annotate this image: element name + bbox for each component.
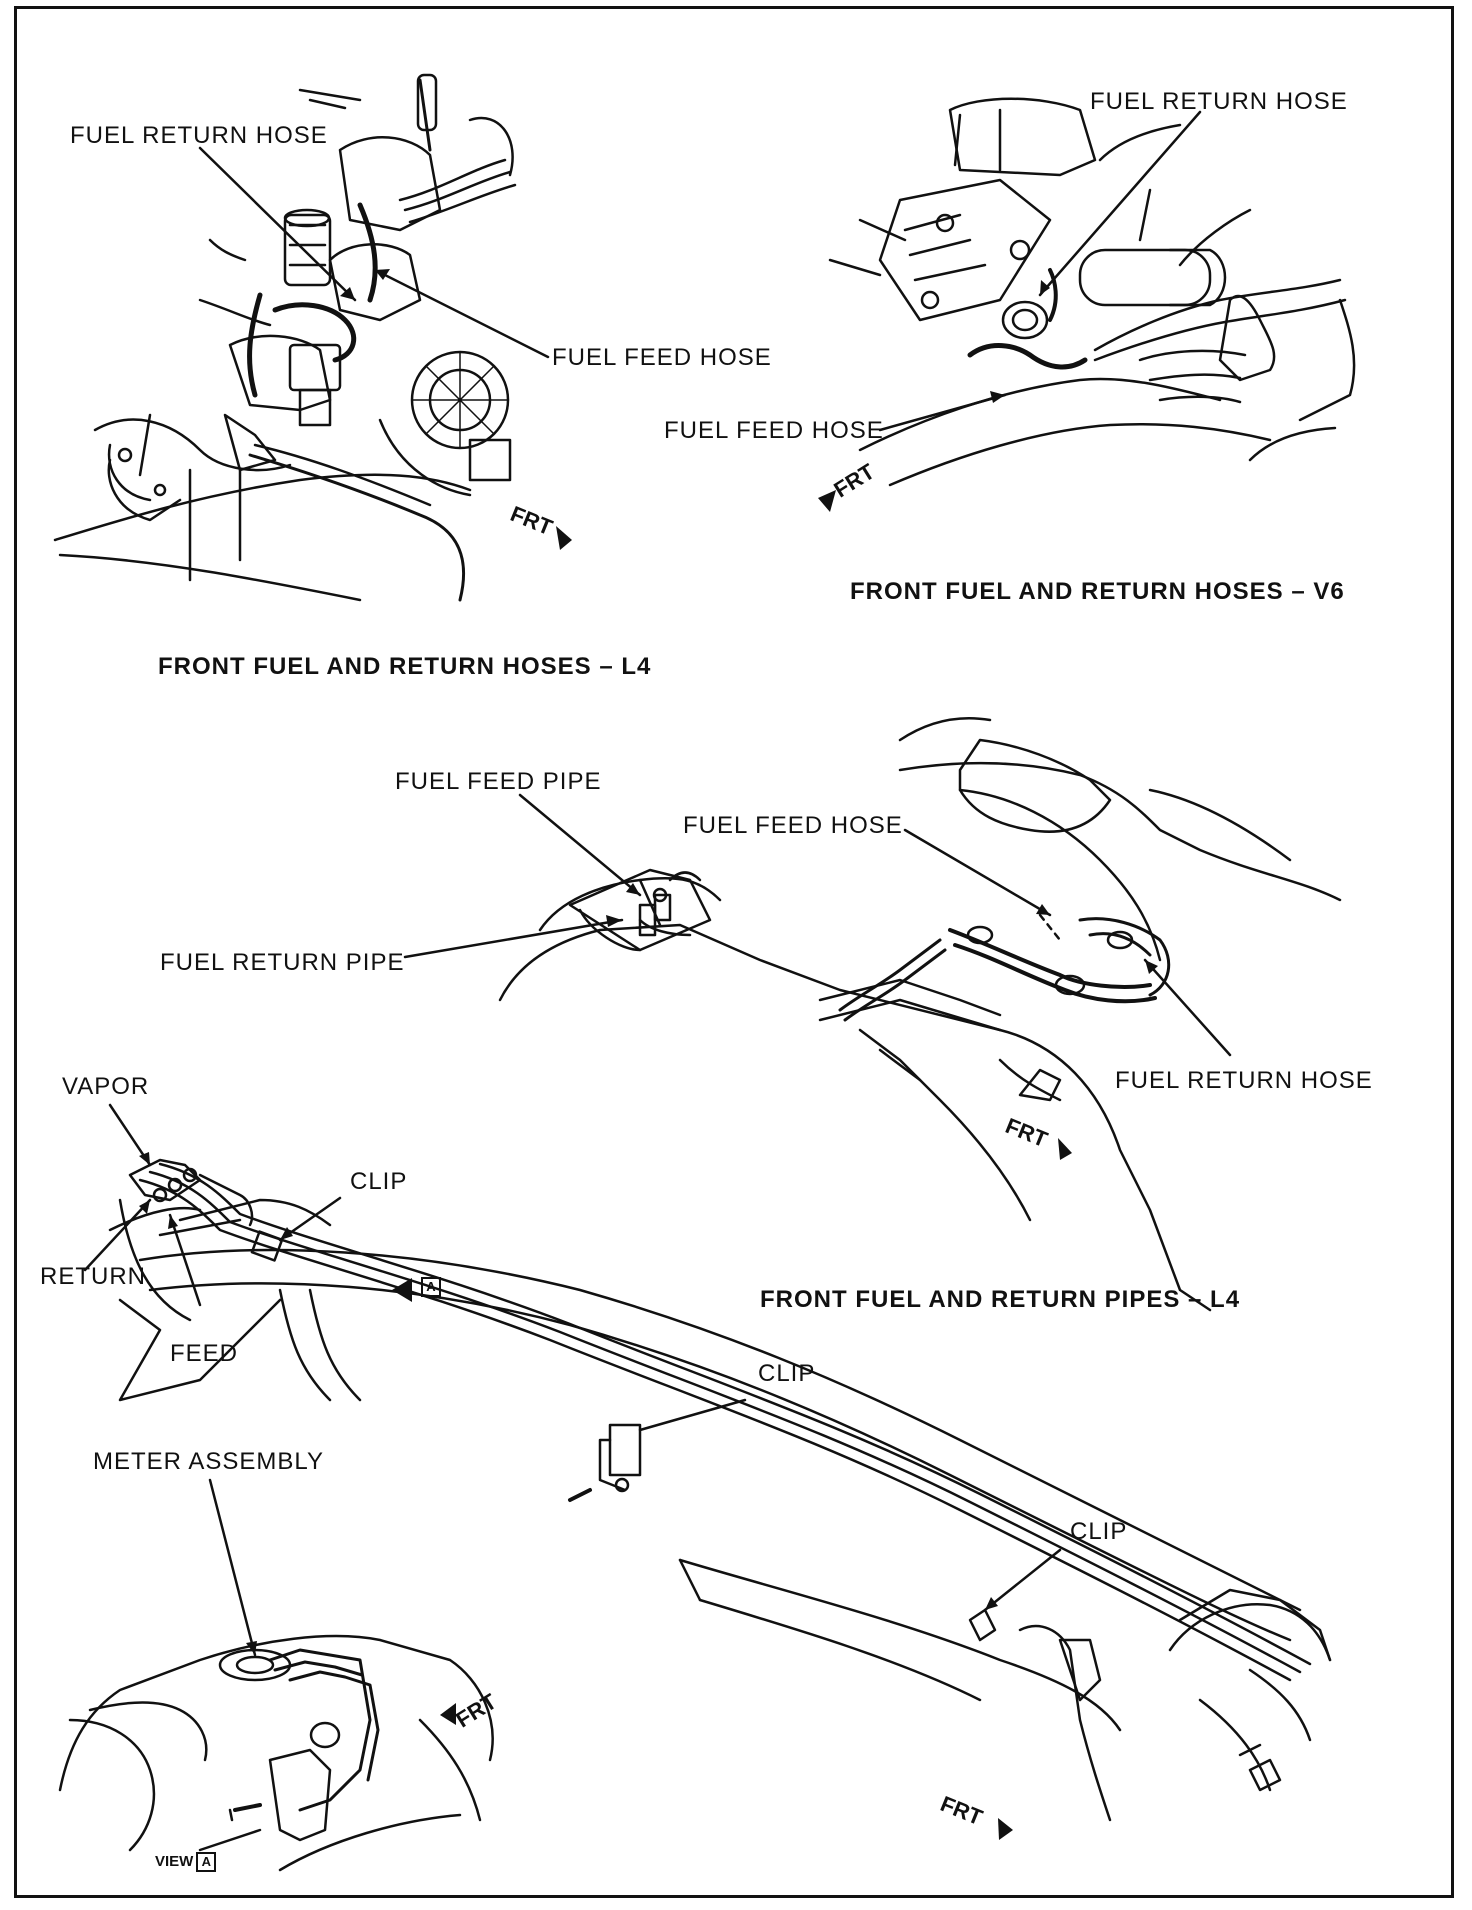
v6-hoses-caption: FRONT FUEL AND RETURN HOSES – V6 [850,578,1345,605]
l4-fuel-return-hose-label: FUEL RETURN HOSE [70,122,328,149]
v6-engine-illustration [828,97,1356,487]
feed-label: FEED [170,1340,239,1367]
leader-return-pipe [403,918,624,959]
leader-pipes-return-hose [1143,958,1232,1057]
leader-return [83,1198,152,1272]
l4-pipes-illustration [498,716,1342,1312]
leader-feed-pipe [518,793,642,897]
clip-label-2: CLIP [758,1360,816,1387]
view-a-caption-text: VIEW [155,1852,194,1870]
view-a-caption-box: A [196,1852,217,1872]
clip-label-1: CLIP [350,1168,408,1195]
clip-label-3: CLIP [1070,1518,1128,1545]
view-a-arrow-shape [392,1278,412,1302]
leader-clip-3 [983,1548,1062,1612]
leader-arrowheads [139,269,1158,1655]
vapor-label: VAPOR [62,1073,150,1100]
v6-fuel-return-hose-label: FUEL RETURN HOSE [1090,88,1348,115]
leader-l4-return-hose [198,146,357,302]
leader-v6-feed-hose [878,393,1007,432]
l4-pipes-caption: FRONT FUEL AND RETURN PIPES – L4 [760,1286,1241,1313]
leader-lines [83,110,1232,1657]
l4-engine-illustration [53,73,517,602]
frt-arrow-v6 [818,490,836,512]
pipes-fuel-feed-hose-label: FUEL FEED HOSE [683,812,903,839]
leader-clip-2 [638,1398,747,1432]
view-a-box: A [421,1277,441,1297]
frt-arrow-shapes [392,490,1072,1840]
leader-l4-feed-hose [373,268,550,359]
frt-arrow-rail [998,1818,1013,1840]
frt-arrow-tank [440,1703,456,1725]
l4-fuel-feed-hose-label: FUEL FEED HOSE [552,344,772,371]
meter-assembly-label: METER ASSEMBLY [93,1448,324,1475]
page-border [14,6,1454,1898]
l4-hoses-caption: FRONT FUEL AND RETURN HOSES – L4 [158,653,652,680]
leader-pipes-feed-hose [903,828,1052,917]
pipes-fuel-return-hose-label: FUEL RETURN HOSE [1115,1067,1373,1094]
view-a-marker: A [418,1277,441,1297]
leader-v6-return-hose [1038,110,1202,297]
frt-arrow-pipes [1058,1138,1072,1160]
fuel-feed-pipe-label: FUEL FEED PIPE [395,768,602,795]
return-label: RETURN [40,1263,146,1290]
fuel-return-pipe-label: FUEL RETURN PIPE [160,949,405,976]
leader-feed [168,1213,202,1307]
v6-fuel-feed-hose-label: FUEL FEED HOSE [664,417,884,444]
rear-lines-illustration [58,1158,1332,1872]
frt-arrow-l4-hoses [556,526,572,550]
leader-meter-assembly [208,1478,257,1657]
